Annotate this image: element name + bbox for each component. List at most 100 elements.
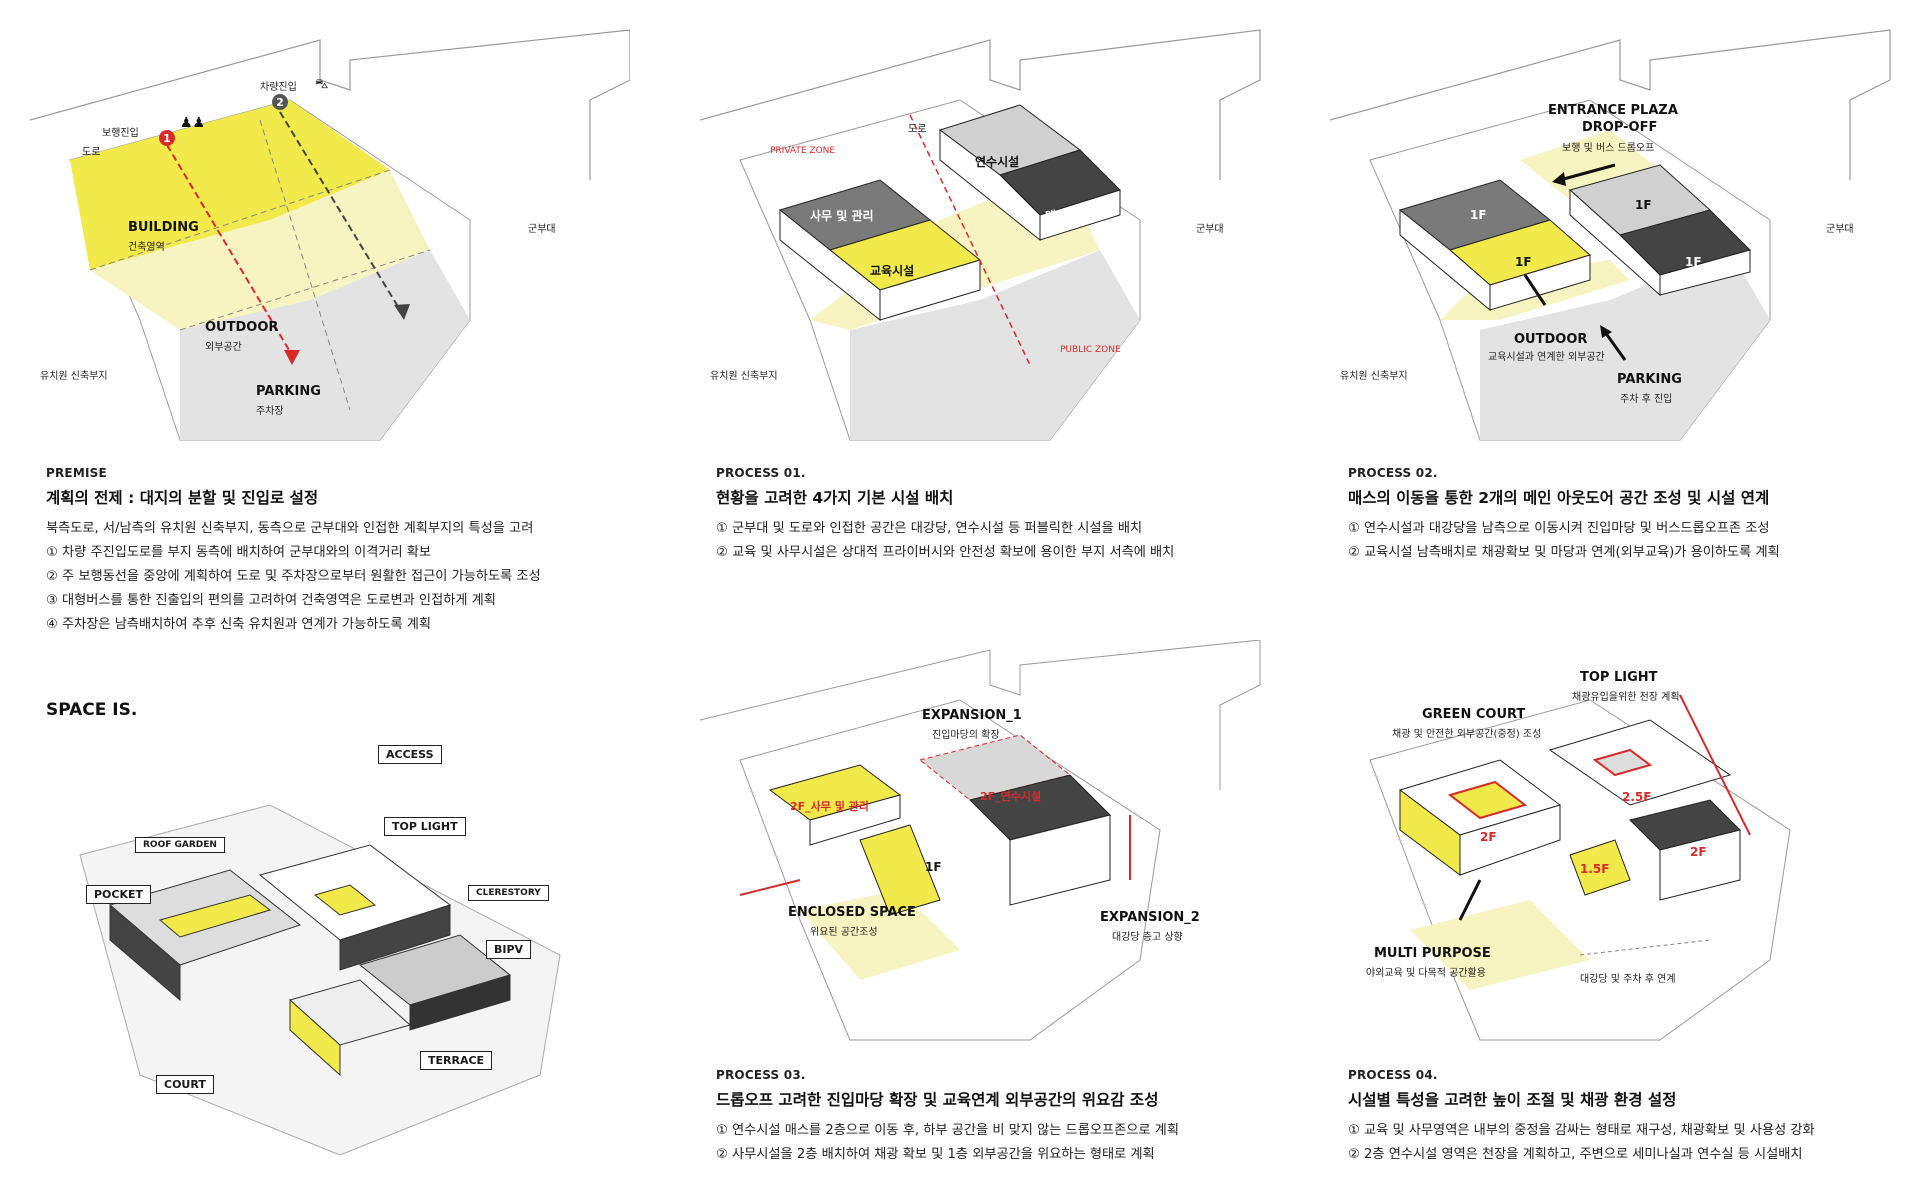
military-label: 군부대 [1826, 220, 1854, 235]
premise-text-block: PREMISE 계획의 전제 : 대지의 분할 및 진입로 설정 북측도로, 서… [46, 466, 606, 637]
process04-line: ① 교육 및 사무영역은 내부의 중정을 감싸는 형태로 재구성, 채광확보 및… [1348, 1119, 1908, 1143]
space-axonometric: ACCESS ROOF GARDEN TOP LIGHT POCKET CLER… [40, 755, 600, 1155]
top-light-tag: TOP LIGHT [384, 817, 466, 836]
expansion2-sub-label: 대강당 층고 상향 [1112, 928, 1183, 943]
process03-text-block: PROCESS 03. 드롭오프 고려한 진입마당 확장 및 교육연계 외부공간… [716, 1068, 1276, 1167]
process02-text-block: PROCESS 02. 매스의 이동을 통한 2개의 메인 아웃도어 공간 조성… [1348, 466, 1908, 565]
premise-site-plan: 1 2 ♟♟ ⛍ [30, 20, 630, 460]
process02-eyebrow: PROCESS 02. [1348, 466, 1908, 480]
entrance-plaza-label: ENTRANCE PLAZA [1548, 103, 1678, 118]
hall-2f-label: 2F [1690, 845, 1707, 859]
process03-line: ② 사무시설을 2층 배치하여 채광 확보 및 1층 외부공간을 위요하는 형태… [716, 1143, 1276, 1167]
process01-line: ② 교육 및 사무시설은 상대적 프라이버시와 안전성 확보에 용이한 부지 서… [716, 541, 1276, 565]
premise-line: ② 주 보행동선을 중앙에 계획하여 도로 및 주차장으로부터 원활한 접근이 … [46, 565, 606, 589]
expansion1-label: EXPANSION_1 [922, 708, 1022, 723]
west-1f-label: 1F [1470, 208, 1487, 222]
process02-line: ① 연수시설과 대강당을 남측으로 이동시켜 진입마당 및 버스드롭오프존 조성 [1348, 517, 1908, 541]
expansion2-label: EXPANSION_2 [1100, 910, 1200, 925]
outdoor-sub-label: 교육시설과 연계한 외부공간 [1488, 348, 1605, 363]
multi-purpose-label: MULTI PURPOSE [1374, 946, 1491, 961]
green-court-label: GREEN COURT [1422, 707, 1525, 722]
clerestory-tag: CLERESTORY [468, 885, 549, 901]
marker-2-text: 2 [276, 96, 284, 109]
process01-eyebrow: PROCESS 01. [716, 466, 1276, 480]
premise-diagram: 1 2 ♟♟ ⛍ 도로 군부대 유치원 신축부지 보행진입 차량진입 BUILD… [30, 20, 630, 460]
kinder-site-label: 유치원 신축부지 [40, 367, 108, 382]
process01-line: ① 군부대 및 도로와 인접한 공간은 대강당, 연수시설 등 퍼블릭한 시설을… [716, 517, 1276, 541]
space-is-title: SPACE IS. [46, 700, 137, 720]
top-light-sub-label: 채광유입을위한 천장 계획 [1572, 688, 1680, 703]
outdoor-label: OUTDOOR [205, 320, 278, 335]
training-2f-label: 2F_연수시설 [980, 788, 1041, 804]
process01-heading: 현황을 고려한 4가지 기본 시설 배치 [716, 486, 1276, 508]
dropoff-sub-label: 보행 및 버스 드롭오프 [1562, 139, 1654, 154]
outdoor-label: OUTDOOR [1514, 332, 1587, 347]
process03-massing [700, 640, 1280, 1050]
process03-diagram: EXPANSION_1 진입마당의 확장 2F_사무 및 관리 2F_연수시설 … [700, 640, 1280, 1050]
east-25f-label: 2.5F [1622, 790, 1651, 804]
process02-heading: 매스의 이동을 통한 2개의 메인 아웃도어 공간 조성 및 시설 연계 [1348, 486, 1908, 508]
office-2f-label: 2F_사무 및 관리 [790, 798, 869, 814]
process04-line: ② 2층 연수시설 영역은 천장을 계획하고, 주변으로 세미나실과 연수실 등… [1348, 1143, 1908, 1167]
process04-eyebrow: PROCESS 04. [1348, 1068, 1908, 1082]
marker-1-text: 1 [163, 132, 171, 145]
process01-text-block: PROCESS 01. 현황을 고려한 4가지 기본 시설 배치 ① 군부대 및… [716, 466, 1276, 565]
building-label: BUILDING [128, 220, 199, 235]
parking-label: PARKING [1617, 372, 1682, 387]
hall-label: 대강당 [1045, 207, 1078, 224]
link-label: 대강당 및 주차 후 연계 [1580, 970, 1676, 985]
top-light-label: TOP LIGHT [1580, 670, 1658, 685]
process03-line: ① 연수시설 매스를 2층으로 이동 후, 하부 공간을 비 맞지 않는 드롭오… [716, 1119, 1276, 1143]
hall-2f-label: 2F [1055, 840, 1072, 854]
dropoff-label: DROP-OFF [1582, 120, 1657, 135]
building-sub-label: 건축영역 [128, 238, 165, 253]
lobby-15f-label: 1.5F [1580, 862, 1609, 876]
west-2f-label: 2F [1480, 830, 1497, 844]
kinder-site-label: 유치원 신축부지 [1340, 367, 1408, 382]
kinder-site-label: 유치원 신축부지 [710, 367, 778, 382]
enclosed-label: ENCLOSED SPACE [788, 905, 916, 920]
edu-1f-label: 1F [925, 860, 942, 874]
public-zone-label: PUBLIC ZONE [1060, 345, 1121, 355]
process04-text-block: PROCESS 04. 시설별 특성을 고려한 높이 조절 및 채광 환경 설정… [1348, 1068, 1908, 1167]
military-label: 군부대 [528, 220, 556, 235]
premise-line: ① 차량 주진입도로를 부지 동측에 배치하여 군부대와의 이격거리 확보 [46, 541, 606, 565]
hall-1f-label: 1F [1685, 255, 1702, 269]
premise-heading: 계획의 전제 : 대지의 분할 및 진입로 설정 [46, 486, 606, 508]
pedestrian-entry-label: 보행진입 [102, 124, 139, 139]
enclosed-sub-label: 위요된 공간조성 [810, 923, 878, 938]
pedestrian-icon: ♟♟ [180, 115, 205, 131]
outdoor-sub-label: 외부공간 [205, 338, 242, 353]
multi-purpose-sub-label: 야외교육 및 다목적 공간활용 [1366, 964, 1486, 979]
parking-sub-label: 주차장 [256, 402, 284, 417]
edu-1f-label: 1F [1515, 255, 1532, 269]
process01-massing [700, 20, 1280, 460]
road-label: 도로 [908, 120, 926, 135]
training-label: 연수시설 [975, 153, 1019, 170]
parking-label: PARKING [256, 384, 321, 399]
road-label: 도로 [82, 143, 100, 158]
process01-diagram: 도로 군부대 유치원 신축부지 PRIVATE ZONE PUBLIC ZONE… [700, 20, 1280, 460]
premise-eyebrow: PREMISE [46, 466, 606, 480]
vehicle-entry-label: 차량진입 [260, 78, 297, 93]
expansion1-sub-label: 진입마당의 확장 [932, 726, 1000, 741]
private-zone-label: PRIVATE ZONE [770, 146, 835, 156]
court-tag: COURT [156, 1075, 214, 1094]
roof-garden-tag: ROOF GARDEN [135, 837, 225, 853]
military-label: 군부대 [1196, 220, 1224, 235]
access-tag: ACCESS [378, 745, 442, 764]
process03-eyebrow: PROCESS 03. [716, 1068, 1276, 1082]
training-1f-label: 1F [1635, 198, 1652, 212]
terrace-tag: TERRACE [420, 1051, 492, 1070]
process02-line: ② 교육시설 남측배치로 채광확보 및 마당과 연계(외부교육)가 용이하도록 … [1348, 541, 1908, 565]
education-label: 교육시설 [870, 262, 914, 279]
process03-heading: 드롭오프 고려한 진입마당 확장 및 교육연계 외부공간의 위요감 조성 [716, 1088, 1276, 1110]
process04-diagram: TOP LIGHT 채광유입을위한 천장 계획 GREEN COURT 채광 및… [1330, 640, 1910, 1050]
premise-line: 북측도로, 서/남측의 유치원 신축부지, 동측으로 군부대와 인접한 계획부지… [46, 517, 606, 541]
pocket-tag: POCKET [86, 885, 151, 904]
bipv-tag: BIPV [486, 940, 531, 959]
green-court-sub-label: 채광 및 안전한 외부공간(중정) 조성 [1392, 725, 1541, 740]
premise-line: ④ 주차장은 남측배치하여 추후 신축 유치원과 연계가 가능하도록 계획 [46, 613, 606, 637]
process02-diagram: 군부대 유치원 신축부지 ENTRANCE PLAZA DROP-OFF 보행 … [1330, 20, 1910, 460]
office-label: 사무 및 관리 [810, 207, 874, 224]
